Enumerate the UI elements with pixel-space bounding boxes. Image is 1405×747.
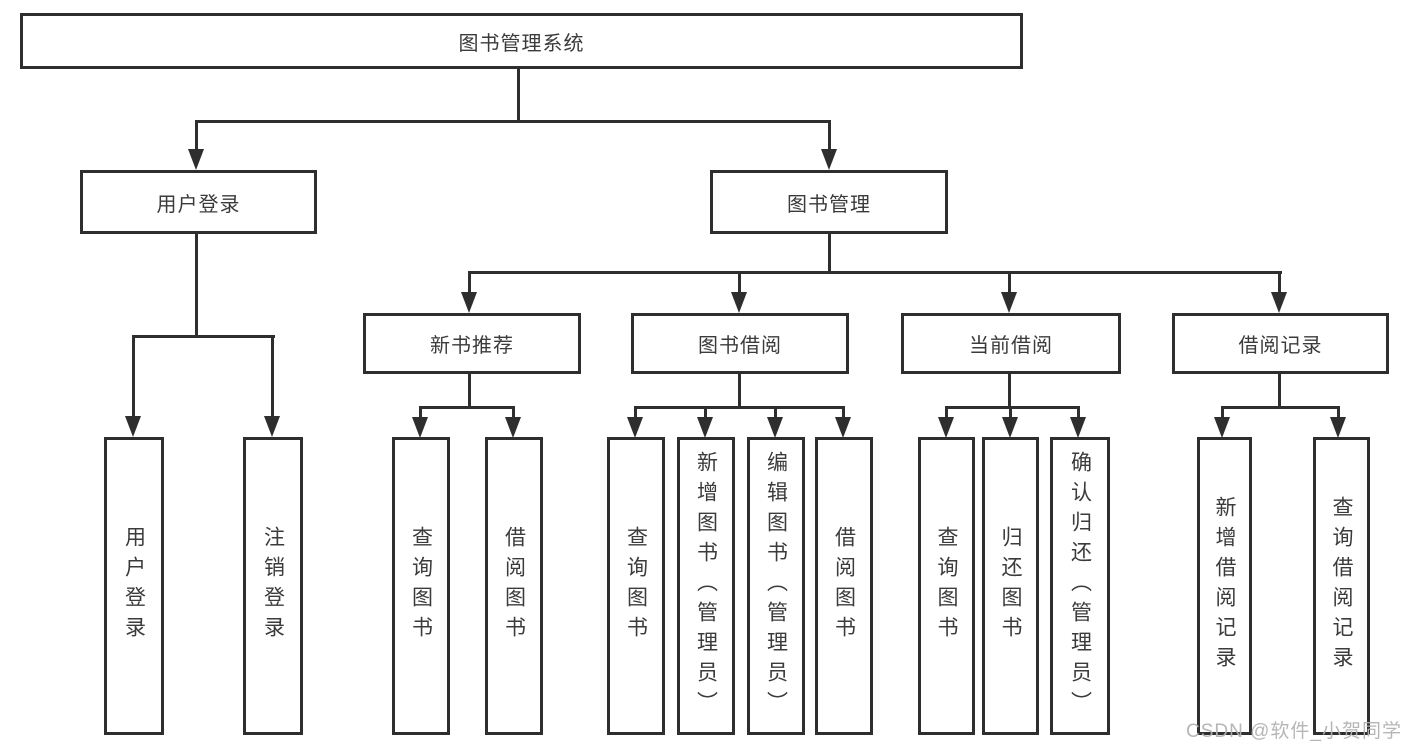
arrowhead-icon [835,417,851,438]
leaf-return-books: 归还图书 [982,437,1039,735]
arrowhead-icon [1001,292,1017,313]
node-user-login: 用户登录 [80,170,317,234]
connector-line [1008,371,1011,409]
connector-line [945,406,948,420]
connector-line [195,231,198,338]
leaf-label: 查询借阅记录 [1330,496,1353,676]
connector-line [468,371,471,409]
connector-line [468,271,1282,274]
leaf-label: 借阅图书 [832,526,856,646]
connector-line [774,406,777,420]
connector-line [945,406,1079,409]
connector-line [1278,271,1281,295]
leaf-label: 编辑图书（管理员） [764,451,788,721]
leaf-query-books-1: 查询图书 [392,437,450,735]
leaf-label: 查询图书 [409,526,433,646]
node-book-management: 图书管理 [710,170,948,234]
connector-line [634,406,845,409]
leaf-query-books-2: 查询图书 [607,437,665,735]
arrowhead-icon [505,417,521,438]
connector-line [1278,371,1281,409]
node-root-library-system: 图书管理系统 [20,13,1023,69]
csdn-watermark: CSDN @软件_小贺同学 [1186,721,1402,742]
leaf-label: 查询图书 [935,526,958,646]
leaf-borrow-books-2: 借阅图书 [815,437,873,735]
arrowhead-icon [188,149,204,170]
connector-line [1077,406,1080,420]
leaf-query-books-3: 查询图书 [918,437,975,735]
leaf-edit-books-admin: 编辑图书（管理员） [747,437,805,735]
leaf-borrow-books-1: 借阅图书 [485,437,543,735]
leaf-label: 借阅图书 [502,526,526,646]
arrowhead-icon [821,149,837,170]
arrowhead-icon [461,292,477,313]
leaf-query-borrow-record: 查询借阅记录 [1313,437,1370,735]
connector-line [1009,406,1012,420]
connector-line [195,120,198,152]
leaf-label: 注销登录 [261,526,285,646]
leaf-user-login: 用户登录 [104,437,164,735]
connector-line [738,371,741,409]
connector-line [419,406,422,420]
arrowhead-icon [1271,292,1287,313]
leaf-add-borrow-record: 新增借阅记录 [1197,437,1252,735]
arrowhead-icon [264,416,280,437]
node-new-book-recommendation: 新书推荐 [363,313,581,374]
arrowhead-icon [1214,417,1230,438]
connector-line [132,335,135,418]
leaf-add-books-admin: 新增图书（管理员） [677,437,735,735]
leaf-confirm-return-admin: 确认归还（管理员） [1050,437,1110,735]
connector-line [1221,406,1339,409]
arrowhead-icon [767,417,783,438]
connector-line [828,231,831,274]
connector-line [468,271,471,295]
leaf-label: 确认归还（管理员） [1068,451,1092,721]
connector-line [132,335,275,338]
connector-line [517,66,520,122]
arrowhead-icon [938,417,954,438]
leaf-label: 查询图书 [624,526,648,646]
arrowhead-icon [697,417,713,438]
connector-line [195,120,831,123]
arrowhead-icon [627,417,643,438]
connector-line [842,406,845,420]
node-borrowing-records: 借阅记录 [1172,313,1389,374]
connector-line [419,406,515,409]
leaf-logout: 注销登录 [243,437,303,735]
connector-line [704,406,707,420]
node-book-borrowing: 图书借阅 [631,313,849,374]
connector-line [512,406,515,420]
node-current-borrowing: 当前借阅 [901,313,1121,374]
arrowhead-icon [731,292,747,313]
arrowhead-icon [125,416,141,437]
leaf-label: 新增图书（管理员） [694,451,718,721]
arrowhead-icon [412,417,428,438]
arrowhead-icon [1002,417,1018,438]
connector-line [1337,406,1340,420]
connector-line [738,271,741,295]
connector-line [1008,271,1011,295]
arrowhead-icon [1070,417,1086,438]
leaf-label: 新增借阅记录 [1213,496,1236,676]
leaf-label: 归还图书 [999,526,1022,646]
connector-line [828,120,831,152]
connector-line [1221,406,1224,420]
connector-line [634,406,637,420]
leaf-label: 用户登录 [122,526,146,646]
connector-line [271,335,274,418]
arrowhead-icon [1330,417,1346,438]
